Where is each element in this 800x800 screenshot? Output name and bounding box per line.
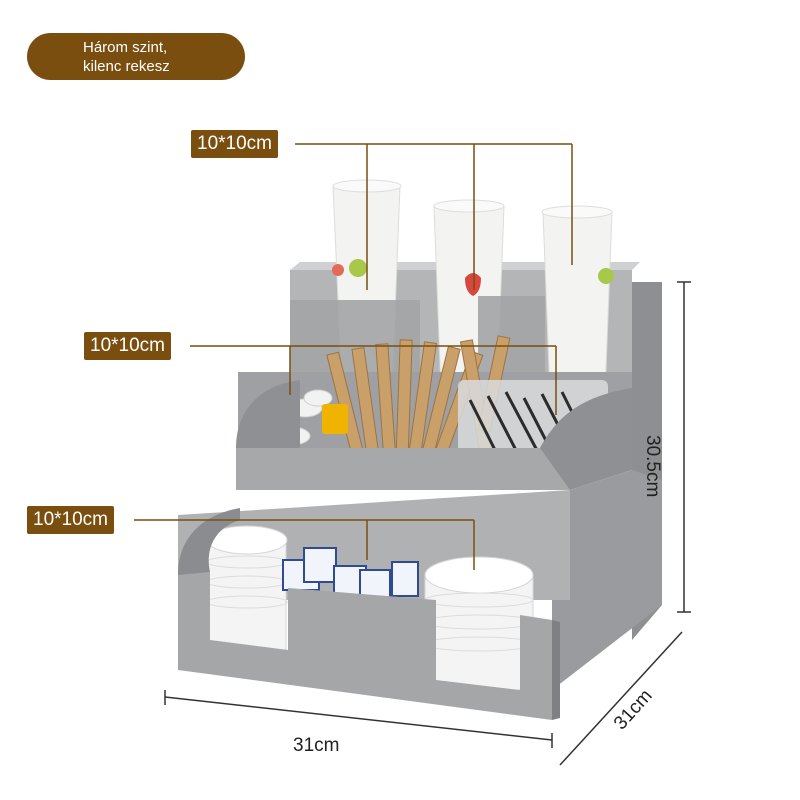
feature-badge: Három szint, kilenc rekesz (27, 33, 245, 80)
badge-line-1: Három szint, (83, 38, 168, 56)
badge-line-2: kilenc rekesz (83, 57, 170, 75)
cup-lids-left (206, 525, 288, 651)
width-dimension-label: 31cm (293, 735, 340, 756)
cup-stack-right (541, 205, 614, 396)
height-dimension-label: 30.5cm (642, 435, 663, 498)
bottom-compartment-size-label: 10*10cm (27, 506, 114, 534)
top-compartment-size-label: 10*10cm (191, 130, 278, 158)
middle-compartment-size-label: 10*10cm (84, 332, 171, 360)
width-dimension-line (164, 696, 553, 741)
depth-dimension-line (559, 631, 683, 766)
cup-lids-right (424, 556, 534, 691)
organizer-right-lower (552, 470, 662, 690)
honey-packet (322, 404, 348, 434)
bottom-tier-front (178, 572, 552, 720)
middle-tier-front (236, 448, 570, 490)
